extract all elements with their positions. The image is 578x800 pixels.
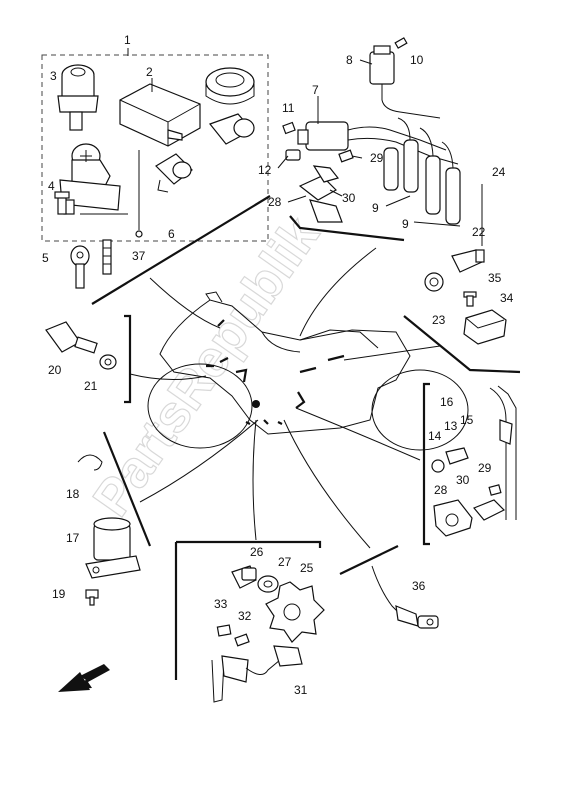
callout-13: 13 [444,419,458,433]
screw-37[interactable] [102,239,112,275]
callout-15: 15 [460,413,474,427]
callout-9-a: 9 [372,201,379,215]
bolt-11[interactable] [282,121,296,135]
sensor-34[interactable] [463,309,507,345]
ignition-coil-lower[interactable] [297,121,459,165]
ignition-switch[interactable] [57,64,99,131]
callout-25: 25 [300,561,314,575]
callout-29-top: 29 [370,151,384,165]
motorcycle-outline [147,291,469,451]
bolt-4[interactable] [54,191,70,215]
callout-8: 8 [346,53,353,67]
callout-30-right: 30 [456,473,470,487]
sprocket-25[interactable] [265,581,325,643]
front-arrow-icon [58,664,110,692]
bolt-26[interactable] [231,565,257,589]
callout-18: 18 [66,487,80,501]
callout-28-right: 28 [434,483,448,497]
steering-lock[interactable] [59,143,128,215]
bolt-35[interactable] [463,291,477,307]
callout-28-top: 28 [268,195,282,209]
sensor-22[interactable] [451,249,485,273]
bolt-33[interactable] [216,624,232,637]
callout-7: 7 [312,83,319,97]
ecu-unit[interactable] [119,83,201,147]
sensor-20[interactable] [45,321,98,354]
bike-sensor-marks [206,319,345,425]
callout-12: 12 [258,163,272,177]
seat-lock[interactable] [155,113,255,193]
clip-18[interactable] [77,454,103,471]
callout-20: 20 [48,363,62,377]
callout-23: 23 [432,313,446,327]
sensor-group-right[interactable] [431,385,517,537]
bolt-19[interactable] [85,589,99,606]
callout-leaders [127,48,461,227]
kit-box [41,54,269,242]
callout-16: 16 [440,395,454,409]
plug-caps[interactable] [383,117,461,225]
fuel-cap[interactable] [205,67,255,105]
group-brackets [91,195,521,680]
callout-29-right: 29 [478,461,492,475]
sensor-31[interactable] [211,645,303,703]
bolt-32[interactable] [234,633,250,647]
callout-24: 24 [492,165,506,179]
callout-35: 35 [488,271,502,285]
callout-30-top: 30 [342,191,356,205]
bolt-10[interactable] [394,37,408,49]
callout-14: 14 [428,429,442,443]
callout-6: 6 [168,227,175,241]
callout-32: 32 [238,609,252,623]
callout-33: 33 [214,597,228,611]
throttle-sensor-top[interactable] [298,165,343,223]
washer-21[interactable] [99,354,117,370]
leader-lines [129,247,441,549]
key[interactable] [70,245,90,289]
callout-21: 21 [84,379,98,393]
callout-11: 11 [282,101,295,115]
callout-17: 17 [66,531,80,545]
callout-2: 2 [146,65,153,79]
callout-10: 10 [410,53,424,67]
callout-36: 36 [412,579,426,593]
callout-31: 31 [294,683,308,697]
callout-4: 4 [48,179,55,193]
bolt-29-top[interactable] [338,149,354,163]
callout-labels: 1 2 3 4 5 6 37 7 8 10 11 12 29 30 28 9 9… [42,33,514,697]
callout-5: 5 [42,251,49,265]
callout-19: 19 [52,587,66,601]
clip-12[interactable] [285,149,301,161]
callout-9-b: 9 [402,217,409,231]
gasket-23[interactable] [424,272,444,292]
screw-6[interactable] [135,150,143,238]
callout-22: 22 [472,225,486,239]
callout-27: 27 [278,555,292,569]
ignition-coil-upper[interactable] [369,45,441,119]
callout-3: 3 [50,69,57,83]
callout-37: 37 [132,249,146,263]
callout-26: 26 [250,545,264,559]
relay-17[interactable] [85,517,141,579]
o2-sensor-36[interactable] [371,565,439,629]
callout-1: 1 [124,33,131,47]
washer-27[interactable] [257,575,279,593]
callout-34: 34 [500,291,514,305]
